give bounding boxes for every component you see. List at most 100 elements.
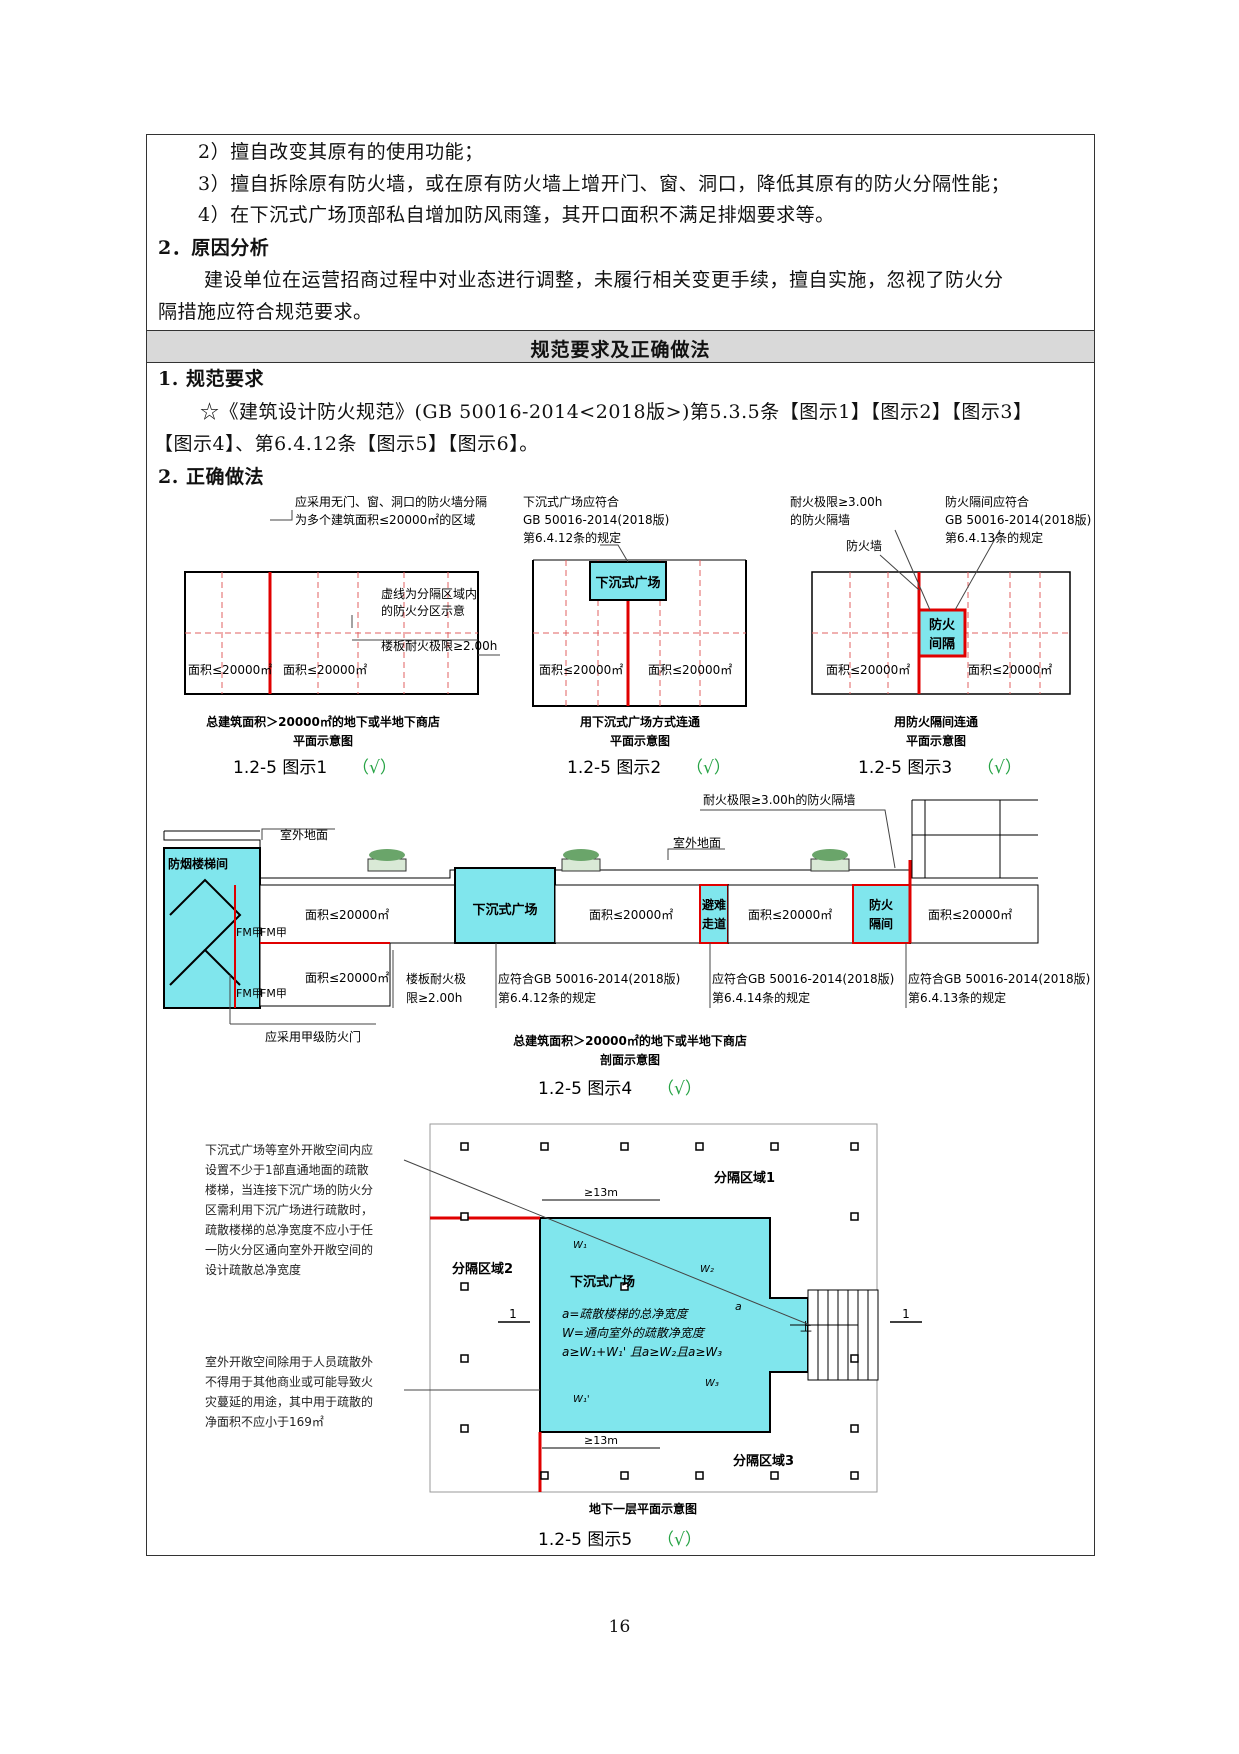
fig5-note-line: 一防火分区通向室外开敞空间的: [205, 1242, 373, 1257]
fig5-note-line: 下沉式广场等室外开敞空间内应: [205, 1142, 373, 1157]
fig5-zone: 分隔区域1: [714, 1170, 775, 1186]
fig4-ground: 室外地面: [280, 827, 328, 842]
fig5-section: 1: [509, 1307, 517, 1321]
paragraph: 【图示4】、第6.4.12条【图示5】【图示6】。: [154, 433, 539, 455]
fig3-room: 间隔: [929, 636, 955, 652]
fig2-label: 1.2-5 图示2: [567, 758, 661, 778]
fig5-note-line: 楼梯，当连接下沉广场的防火分: [205, 1182, 373, 1197]
fig4-plaza: 下沉式广场: [472, 902, 537, 918]
fig4-door: 应采用甲级防火门: [265, 1029, 361, 1044]
fig5-dim: ≥13m: [584, 1186, 618, 1199]
fig5-note-line: 设置不少于1部直通地面的疏散: [205, 1162, 369, 1177]
fig4-label: 1.2-5 图示4: [538, 1079, 632, 1099]
fig4-rule: 第6.4.14条的规定: [712, 990, 810, 1005]
fig4-rule: 第6.4.13条的规定: [908, 990, 1006, 1005]
fig4-rule: 应符合GB 50016-2014(2018版): [908, 971, 1090, 986]
fig4-area: 面积≤20000㎡: [589, 908, 673, 922]
figure-5: 上 ≥13m ≥13m 1 1 分隔区域1 分隔区域: [403, 1123, 922, 1550]
fig5-w: W₁: [573, 1240, 587, 1251]
fig4-fm: FM甲: [236, 926, 263, 939]
fig4-area: 面积≤20000㎡: [928, 908, 1012, 922]
section-heading: 1. 规范要求: [158, 368, 264, 390]
fig3-note: 的防火隔墙: [790, 512, 850, 527]
fig4-floor: 限≥2.00h: [406, 991, 462, 1005]
fig4-rule: 第6.4.12条的规定: [498, 990, 596, 1005]
fig4-stair: 防烟楼梯间: [168, 856, 228, 871]
figure-1: 应采用无门、窗、洞口的防火墙分隔 为多个建筑面积≤20000㎡的区域 虚线为分隔…: [184, 494, 500, 778]
fig5-zone: 分隔区域3: [733, 1453, 794, 1469]
fig5-note-line: 净面积不应小于169㎡: [205, 1414, 324, 1429]
fig4-rule: 应符合GB 50016-2014(2018版): [712, 971, 894, 986]
fig5-formula: W=通向室外的疏散净宽度: [562, 1326, 706, 1340]
fig4-check: （√）: [657, 1079, 702, 1099]
fig1-note: 虚线为分隔区域内: [381, 587, 477, 601]
fig2-caption: 用下沉式广场方式连通: [579, 714, 700, 729]
fig5-label: 1.2-5 图示5: [538, 1530, 632, 1550]
fig2-note: 下沉式广场应符合: [523, 494, 619, 509]
fig4-fm: FM甲: [236, 987, 263, 1000]
fig3-check: （√）: [977, 758, 1022, 778]
fig3-note: 防火墙: [846, 538, 882, 553]
figure-4: 防烟楼梯间 下沉式广场 避难 走道 防火 隔间: [163, 792, 1090, 1099]
fig1-check: （√）: [352, 758, 397, 778]
fig4-fm: FM甲: [260, 987, 287, 1000]
fig1-label: 1.2-5 图示1: [233, 758, 327, 778]
fig2-note: 第6.4.12条的规定: [523, 530, 621, 545]
page-number: 16: [608, 1617, 631, 1637]
fig5-note-line: 灾蔓延的用途，其中用于疏散的: [205, 1394, 373, 1409]
fig3-room: 防火: [929, 617, 956, 633]
fig1-area: 面积≤20000㎡: [188, 663, 272, 677]
fig4-area: 面积≤20000㎡: [748, 908, 832, 922]
fig1-note: 应采用无门、窗、洞口的防火墙分隔: [295, 494, 487, 509]
fig5-dim: ≥13m: [584, 1434, 618, 1447]
fig3-caption: 用防火隔间连通: [893, 714, 978, 729]
fig2-caption: 平面示意图: [610, 733, 670, 748]
figure-2: 下沉式广场 下沉式广场应符合 GB 50016-2014(2018版) 第6.4…: [523, 494, 747, 778]
fig5-caption: 地下一层平面示意图: [589, 1501, 697, 1516]
section-heading: 2．原因分析: [158, 237, 270, 259]
fig4-ground: 室外地面: [673, 835, 721, 850]
fig1-note: 的防火分区示意: [381, 603, 465, 618]
fig2-area: 面积≤20000㎡: [648, 663, 732, 677]
fig3-area: 面积≤20000㎡: [826, 663, 910, 677]
fig5-check: （√）: [657, 1530, 702, 1550]
fig4-note: 耐火极限≥3.00h的防火隔墙: [703, 792, 855, 807]
fig4-fm: FM甲: [260, 926, 287, 939]
fig5-plaza: 下沉式广场: [570, 1274, 635, 1290]
fig5-a: a: [735, 1300, 742, 1313]
band-title: 规范要求及正确做法: [530, 339, 711, 361]
fig4-rule: 应符合GB 50016-2014(2018版): [498, 971, 680, 986]
fig4-room: 防火: [869, 897, 894, 912]
fig5-note-line: 不得用于其他商业或可能导致火: [205, 1374, 373, 1389]
fig4-area: 面积≤20000㎡: [305, 971, 389, 985]
paragraph: ☆《建筑设计防火规范》(GB 50016-2014<2018版>)第5.3.5条…: [200, 401, 1033, 423]
fig4-room: 隔间: [869, 916, 893, 931]
fig2-note: GB 50016-2014(2018版): [523, 513, 669, 527]
paragraph: 隔措施应符合规范要求。: [158, 301, 373, 323]
fig5-up: 上: [800, 1320, 812, 1334]
fig4-evac: 避难: [702, 897, 726, 912]
fig4-evac: 走道: [702, 916, 726, 931]
fig5-formula: a≥W₁+W₁' 且a≥W₂且a≥W₃: [562, 1345, 722, 1359]
section-heading: 2. 正确做法: [158, 466, 264, 488]
fig5-note-line: 区需利用下沉广场进行疏散时，: [205, 1202, 373, 1217]
fig5-w: W₂: [700, 1264, 714, 1275]
fig4-floor: 楼板耐火极: [406, 971, 466, 986]
fig3-note: GB 50016-2014(2018版): [945, 513, 1091, 527]
fig4-area: 面积≤20000㎡: [305, 908, 389, 922]
fig1-area: 面积≤20000㎡: [283, 663, 367, 677]
fig1-note: 楼板耐火极限≥2.00h: [381, 638, 497, 653]
fig5-section: 1: [902, 1307, 910, 1321]
fig5-note-line: 室外开敞空间除用于人员疏散外: [205, 1354, 373, 1369]
fig5-zone: 分隔区域2: [452, 1261, 513, 1277]
text-line: 3）擅自拆除原有防火墙，或在原有防火墙上增开门、窗、洞口，降低其原有的防火分隔性…: [198, 173, 1011, 195]
figure-3: 防火 间隔 耐火极限≥3.00h 的防火隔墙 防火墙 防火隔间应符合 GB 50…: [790, 494, 1091, 778]
fig3-note: 耐火极限≥3.00h: [790, 495, 882, 509]
fig5-formula: a=疏散楼梯的总净宽度: [562, 1307, 689, 1321]
fig4-caption: 剖面示意图: [600, 1052, 660, 1067]
section-band: 规范要求及正确做法: [147, 330, 1094, 363]
fig3-note: 第6.4.13条的规定: [945, 530, 1043, 545]
fig1-caption: 总建筑面积＞20000㎡的地下或半地下商店: [206, 714, 440, 729]
paragraph: 建设单位在运营招商过程中对业态进行调整，未履行相关变更手续，擅自实施，忽视了防火…: [204, 269, 1004, 291]
